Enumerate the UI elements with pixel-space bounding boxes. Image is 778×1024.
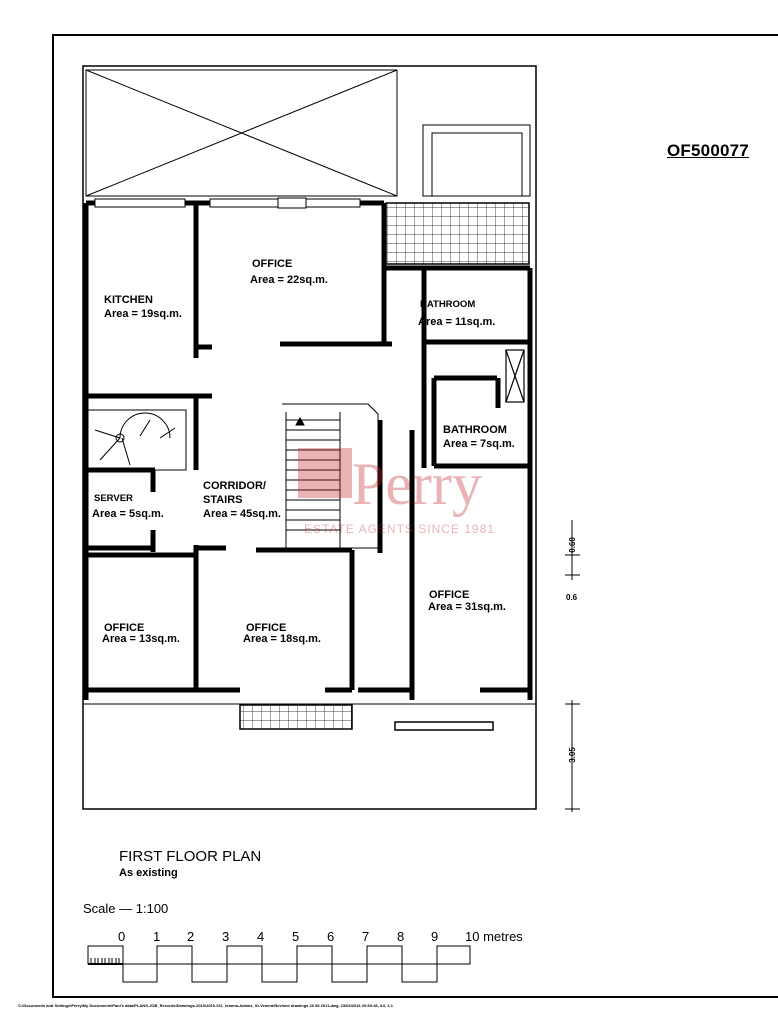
spiral-stair bbox=[87, 409, 187, 471]
room-server-area: Area = 5sq.m. bbox=[92, 508, 164, 520]
scale-tick-2: 2 bbox=[187, 929, 194, 944]
void-area bbox=[85, 69, 531, 197]
room-kitchen-name: KITCHEN bbox=[104, 294, 153, 306]
scale-tick-5: 5 bbox=[292, 929, 299, 944]
scale-tick-3: 3 bbox=[222, 929, 229, 944]
plot-boundary bbox=[82, 65, 537, 810]
scale-tick-9: 9 bbox=[431, 929, 438, 944]
watermark-tagline: ESTATE AGENTS SINCE 1981 bbox=[304, 522, 495, 536]
scale-tick-8: 8 bbox=[397, 929, 404, 944]
room-bathroom1-name: BATHROOM bbox=[420, 299, 475, 310]
room-corridor-area: Area = 45sq.m. bbox=[203, 508, 281, 520]
scale-tick-6: 6 bbox=[327, 929, 334, 944]
room-office-bl-area: Area = 13sq.m. bbox=[102, 633, 180, 645]
dimension-lines bbox=[565, 520, 580, 812]
watermark: Perry ESTATE AGENTS SINCE 1981 bbox=[298, 448, 495, 536]
dimension-label-305: 3.05 bbox=[568, 747, 577, 763]
main-stair bbox=[282, 403, 379, 549]
room-bathroom2-area: Area = 7sq.m. bbox=[443, 438, 515, 450]
sheet-border bbox=[52, 34, 778, 998]
room-bathroom1-area: Area = 11sq.m. bbox=[418, 316, 495, 328]
reference-code: OF500077 bbox=[667, 141, 749, 160]
scale-bar bbox=[87, 945, 471, 983]
plan-title: FIRST FLOOR PLAN bbox=[119, 848, 262, 865]
room-office-right-area: Area = 31sq.m. bbox=[428, 601, 506, 613]
scale-tick-4: 4 bbox=[257, 929, 264, 944]
dimension-label-060: 0.60 bbox=[568, 537, 577, 553]
room-server-name: SERVER bbox=[94, 493, 133, 504]
scale-tick-7: 7 bbox=[362, 929, 369, 944]
room-office-top-area: Area = 22sq.m. bbox=[250, 274, 328, 286]
top-windows bbox=[94, 197, 361, 209]
scale-ticks: 0 1 2 3 4 5 6 7 8 9 10 metres bbox=[118, 929, 523, 944]
bottom-window bbox=[394, 721, 494, 731]
file-path: C:\Documents and Settings\Perry\My Docum… bbox=[18, 1003, 393, 1008]
watermark-brand: Perry bbox=[352, 451, 482, 517]
room-bathroom2-name: BATHROOM bbox=[443, 424, 507, 436]
terrace-tiles bbox=[385, 202, 530, 265]
room-corridor-name-line1: CORRIDOR/ bbox=[203, 480, 266, 492]
scale-tick-1: 1 bbox=[153, 929, 160, 944]
room-office-bl-name: OFFICE bbox=[104, 622, 144, 634]
room-kitchen-area: Area = 19sq.m. bbox=[104, 308, 182, 320]
bottom-terrace-tiles bbox=[239, 704, 353, 730]
scale-tick-0: 0 bbox=[118, 929, 125, 944]
room-office-bm-name: OFFICE bbox=[246, 622, 286, 634]
service-shaft bbox=[505, 349, 525, 403]
scale-unit-label: 10 metres bbox=[465, 929, 523, 944]
dimension-label-06: 0.6 bbox=[566, 593, 578, 602]
scale-label: Scale — 1:100 bbox=[83, 901, 169, 916]
room-corridor-name-line2: STAIRS bbox=[203, 494, 243, 506]
room-office-bm-area: Area = 18sq.m. bbox=[243, 633, 321, 645]
room-office-right-name: OFFICE bbox=[429, 589, 469, 601]
plan-subtitle: As existing bbox=[119, 867, 178, 879]
room-office-top-name: OFFICE bbox=[252, 258, 292, 270]
